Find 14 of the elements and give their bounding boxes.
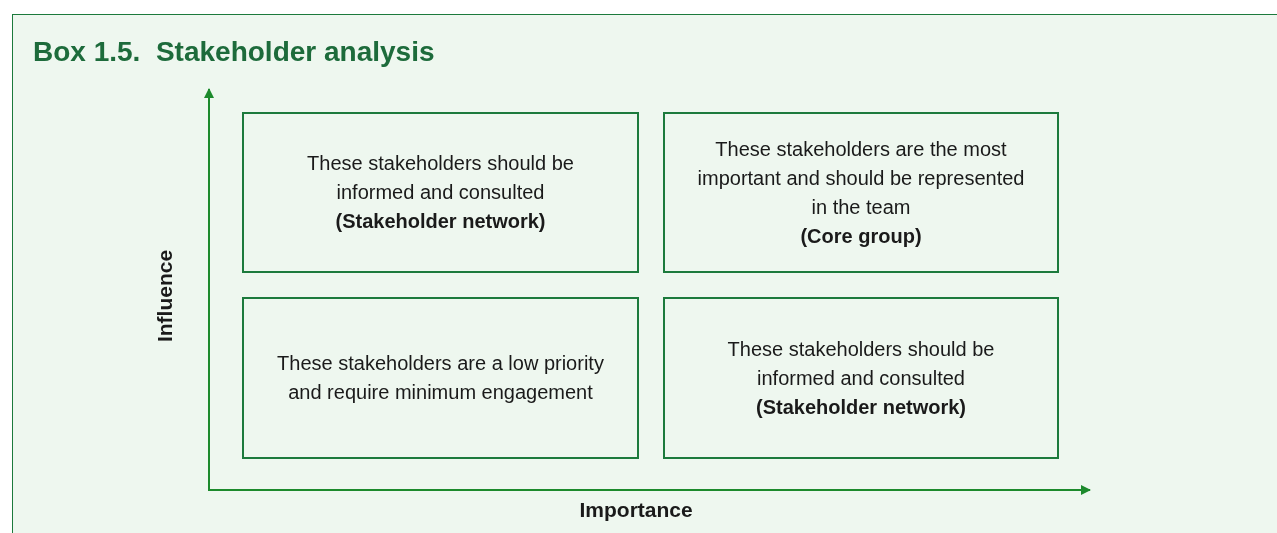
x-axis-label: Importance [579,498,693,522]
group-name: (Core group) [800,223,922,249]
title: Box 1.5. Stakeholder analysis [33,36,435,68]
quadrant-box [242,297,639,459]
description-text: These stakeholders are a low priority and require minimum engagement [276,351,605,405]
y-axis-label: Influence [153,249,178,343]
description-text: These stakeholders should be informed and consulted [306,151,575,205]
quadrant-box [663,297,1059,459]
description-text: These stakeholders should be informed and consulted [726,336,996,391]
group-name: (Stakeholder network) [755,394,966,420]
quadrant-box [242,112,639,273]
group-name: (Stakeholder network) [335,209,546,234]
quadrant-box [663,112,1059,273]
description-text: These stakeholders are the most important and should be represented in the team [696,136,1026,220]
